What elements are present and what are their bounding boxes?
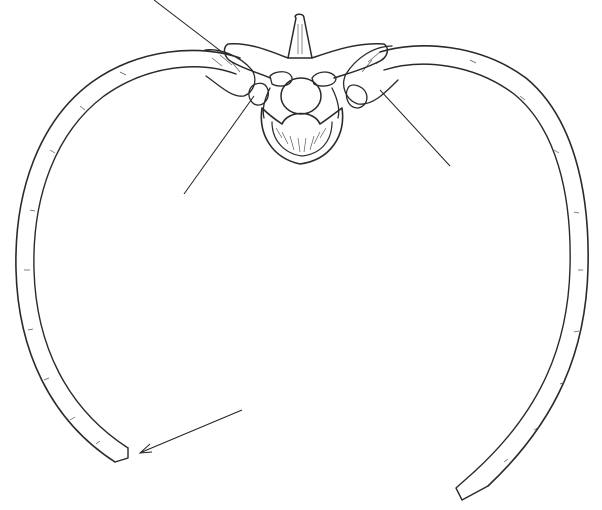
right-rib xyxy=(344,46,589,500)
leader-line-mid-right xyxy=(380,90,450,166)
leader-line-top-left xyxy=(154,0,222,52)
leader-lines xyxy=(140,0,450,453)
vertebra xyxy=(225,14,388,164)
left-rib xyxy=(16,50,255,462)
leader-line-bottom-left xyxy=(142,410,242,452)
leader-line-mid-left xyxy=(184,96,254,194)
